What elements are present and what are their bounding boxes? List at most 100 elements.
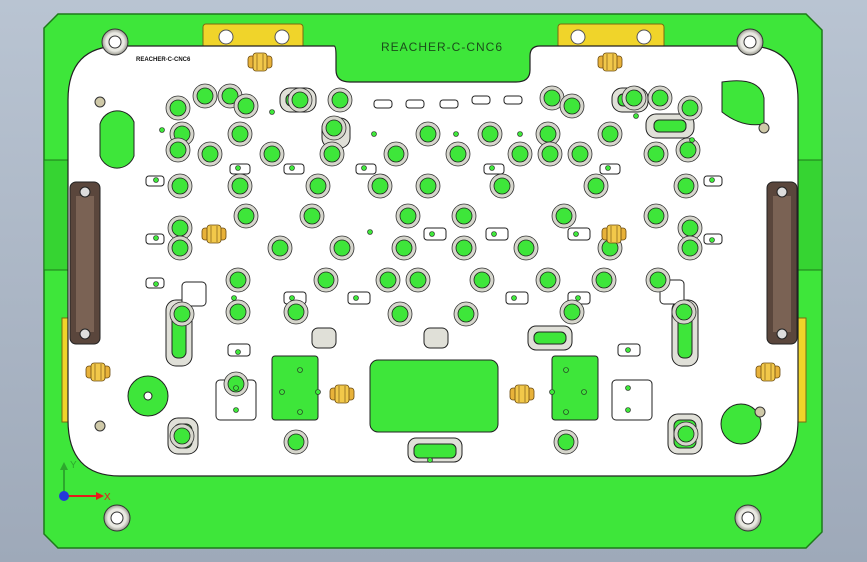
nut-icon	[509, 384, 535, 404]
bore-hole	[192, 83, 218, 109]
bore-hole	[319, 141, 345, 167]
bore-hole	[283, 429, 309, 455]
bore-hole	[591, 267, 617, 293]
pin-hole	[361, 165, 367, 171]
nut-icon	[85, 362, 111, 382]
nut-icon	[601, 224, 627, 244]
bolt-icon	[736, 28, 764, 56]
bore-hole	[313, 267, 339, 293]
pin-hole	[235, 165, 241, 171]
pin-hole	[689, 137, 695, 143]
clamp-top-right[interactable]	[557, 23, 665, 49]
nut-icon	[755, 362, 781, 382]
pin-hole	[269, 109, 275, 115]
pin-hole	[289, 165, 295, 171]
pin-hole	[625, 385, 631, 391]
bore-hole	[169, 301, 195, 327]
bore-hole	[453, 301, 479, 327]
pin-hole	[159, 127, 165, 133]
bore-hole	[451, 235, 477, 261]
pin-hole	[233, 407, 239, 413]
pin-hole	[709, 237, 715, 243]
part-label-small: REACHER-C-CNC6	[136, 57, 191, 63]
bore-hole	[645, 267, 671, 293]
part-label-large: REACHER-C-CNC6	[381, 40, 503, 54]
bore-hole	[445, 141, 471, 167]
bolt-icon	[101, 28, 129, 56]
small-bosses	[94, 96, 770, 432]
clamp-top-left[interactable]	[202, 23, 304, 49]
pin-hole	[297, 409, 303, 415]
nut-icon	[201, 224, 227, 244]
pin-hole	[517, 131, 523, 137]
bore-hole	[197, 141, 223, 167]
bore-hole	[567, 141, 593, 167]
x-axis-label: X	[104, 492, 111, 503]
bore-hole	[165, 137, 191, 163]
bore-hole	[395, 203, 421, 229]
bore-hole	[535, 267, 561, 293]
pin-hole	[625, 347, 631, 353]
bore-hole	[477, 121, 503, 147]
bore-hole	[621, 85, 647, 111]
pin-hole	[297, 367, 303, 373]
bore-hole	[375, 267, 401, 293]
bore-hole	[169, 423, 195, 449]
pin-hole	[235, 349, 241, 355]
bore-hole	[415, 173, 441, 199]
bore-hole	[469, 267, 495, 293]
pin-hole	[427, 457, 433, 463]
pin-hole	[489, 165, 495, 171]
bore-hole	[583, 173, 609, 199]
pin-hole	[549, 389, 555, 395]
bolt-icon	[734, 504, 762, 532]
bore-hole	[283, 299, 309, 325]
axis-triad: Y X	[59, 460, 111, 503]
handle-left[interactable]	[69, 181, 101, 345]
bore-hole	[383, 141, 409, 167]
bore-hole	[677, 95, 703, 121]
corner-bolts	[101, 28, 764, 532]
bore-hole	[259, 141, 285, 167]
nut-icon	[247, 52, 273, 72]
bore-hole	[559, 299, 585, 325]
large-cutouts	[99, 80, 765, 463]
bore-hole	[553, 429, 579, 455]
top-plate[interactable]	[67, 45, 799, 477]
bore-hole	[415, 121, 441, 147]
bore-hole	[673, 421, 699, 447]
pin-hole	[709, 177, 715, 183]
bore-hole	[167, 173, 193, 199]
bore-hole	[167, 235, 193, 261]
bore-hole	[329, 235, 355, 261]
bore-hole	[233, 203, 259, 229]
pin-hole	[573, 231, 579, 237]
bore-hole	[299, 203, 325, 229]
pin-hole	[491, 231, 497, 237]
pin-hole	[563, 409, 569, 415]
pin-hole	[511, 295, 517, 301]
bore-hole	[227, 121, 253, 147]
bore-hole	[227, 173, 253, 199]
bore-hole	[643, 203, 669, 229]
bore-hole	[267, 235, 293, 261]
bore-holes	[165, 83, 703, 455]
pin-hole	[367, 229, 373, 235]
bore-hole	[677, 215, 703, 241]
bore-hole	[305, 173, 331, 199]
pin-hole	[429, 231, 435, 237]
bore-hole	[225, 299, 251, 325]
bore-hole	[597, 121, 623, 147]
bore-hole	[673, 173, 699, 199]
bore-hole	[559, 93, 585, 119]
bore-hole	[647, 85, 673, 111]
pin-hole	[563, 367, 569, 373]
bore-hole	[367, 173, 393, 199]
nut-icon	[597, 52, 623, 72]
pin-holes	[153, 109, 715, 463]
bore-hole	[327, 87, 353, 113]
pin-hole	[231, 295, 237, 301]
bore-hole	[391, 235, 417, 261]
handle-right[interactable]	[766, 181, 798, 345]
